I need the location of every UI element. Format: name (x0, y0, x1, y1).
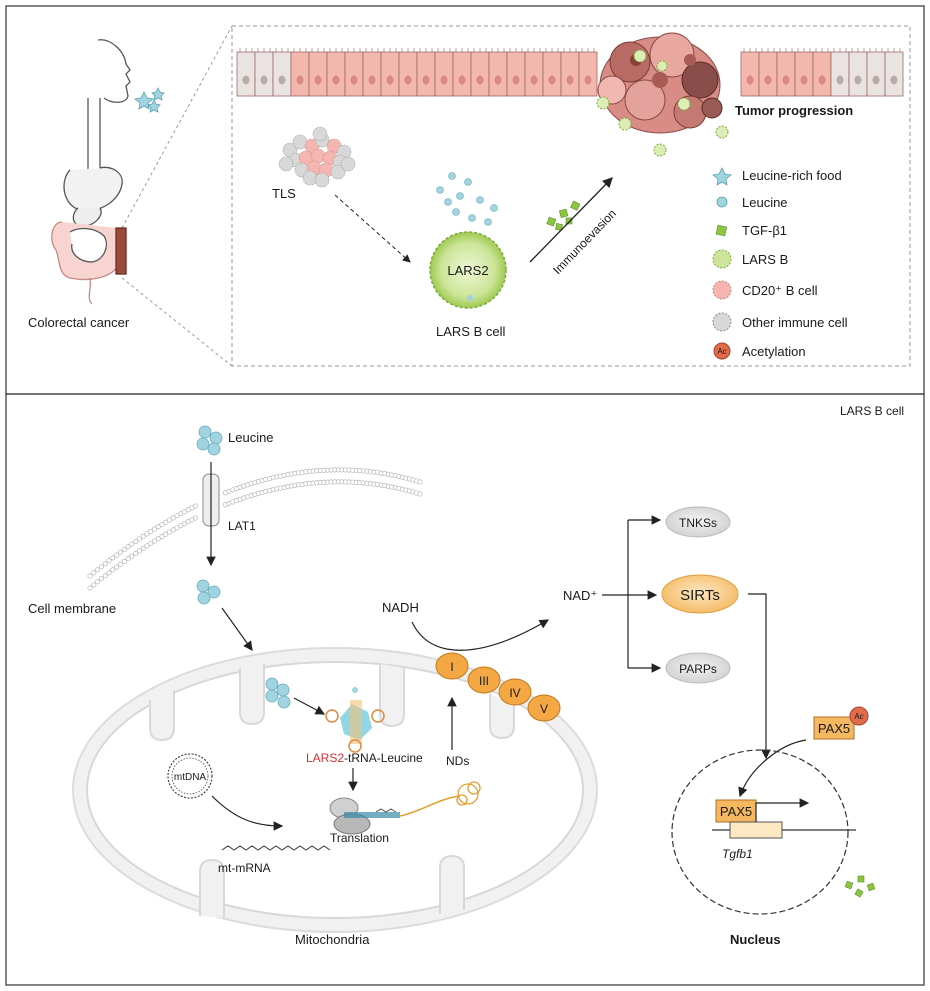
tumor-progression-label: Tumor progression (735, 103, 853, 118)
ac-badge-text: Ac (854, 712, 863, 721)
star-icon (712, 167, 732, 186)
lars-b-cells-in-tumor (596, 49, 729, 157)
tls-to-lars-arrow (334, 194, 411, 263)
mtdna-label: mtDNA (174, 772, 207, 783)
digestive-tract-illustration (51, 39, 131, 305)
legend-label: CD20⁺ B cell (742, 283, 818, 298)
legend-label: Acetylation (742, 344, 806, 359)
legend-label: LARS B (742, 252, 788, 267)
leucine-dots-top (436, 172, 498, 226)
immune-icon (712, 312, 732, 332)
nucleus-envelope (671, 749, 849, 915)
translation-label: Translation (330, 831, 389, 845)
cell-membrane (87, 467, 423, 591)
colorectal-label: Colorectal cancer (28, 315, 130, 330)
leucine-cluster-mid (196, 579, 221, 605)
epithelium (236, 48, 904, 97)
bottom-panel-frame (5, 393, 925, 986)
lars-b-cell-label: LARS B cell (436, 324, 505, 339)
transcription-arrow (211, 795, 284, 831)
tgf-icon (715, 224, 728, 237)
lars2-label: LARS2 (447, 263, 488, 278)
tnks-node (665, 506, 731, 538)
legend-label: Leucine-rich food (742, 168, 842, 183)
acetylation-badge (849, 706, 869, 726)
svg-text:V: V (540, 702, 548, 716)
tgf-squares-top (546, 200, 581, 231)
mt-mrna-strand (221, 845, 331, 851)
leucine-cluster-top (196, 425, 223, 456)
lars2-trna-label: LARS2-tRNA-Leucine (306, 751, 423, 765)
lars-b-cell (429, 231, 507, 309)
transcription-start-arrow (755, 798, 810, 822)
nad-branch (602, 515, 662, 673)
deacetylation-arrow (738, 739, 807, 798)
ac-badge-text: Ac (717, 347, 726, 356)
tgf-squares-bottom (844, 875, 876, 898)
tls-cluster (278, 126, 356, 188)
to-lars2-arrow (293, 697, 326, 715)
nadh-nad-arrow (411, 619, 550, 651)
legend: Leucine-rich food Leucine TGF-β1 LARS B … (712, 167, 848, 360)
svg-text:I: I (450, 660, 453, 674)
parps-node (665, 652, 731, 684)
sirts-node (661, 574, 739, 614)
pax5-ac-label: PAX5 (818, 721, 850, 736)
legend-label: Leucine (742, 195, 788, 210)
corner-label: LARS B cell (840, 404, 904, 418)
legend-label: Other immune cell (742, 315, 848, 330)
lat1-label: LAT1 (228, 519, 256, 533)
cd20-icon (712, 280, 732, 300)
legend-label: TGF-β1 (742, 223, 787, 238)
tgfb1-label: Tgfb1 (722, 847, 753, 861)
immunoevasion-arrow (529, 177, 613, 263)
leucine-inside-icon (467, 295, 473, 301)
pax5-ac-box (813, 716, 855, 740)
mitochondria (72, 647, 598, 933)
tgfb1-gene (729, 821, 783, 839)
nascent-peptide (399, 795, 461, 817)
mtmrna-label: mt-mRNA (218, 861, 271, 875)
leucine-food-icons (134, 87, 165, 113)
lars2-trna-complex (325, 687, 385, 753)
respiratory-complex-IV: IV (498, 678, 532, 706)
zoom-line-bottom (121, 277, 233, 367)
nucleus-label: Nucleus (730, 932, 781, 947)
sirts-label: SIRTs (680, 587, 720, 604)
parps-label: PARPs (679, 662, 717, 676)
pax5-bound-label: PAX5 (720, 804, 752, 819)
tnks-label: TNKSs (679, 516, 717, 530)
tumor-cluster (597, 32, 723, 134)
respiratory-complex-V: V (527, 694, 561, 722)
leucine-label: Leucine (228, 430, 274, 445)
mito-label: Mitochondria (295, 932, 370, 947)
ac-icon (713, 342, 731, 360)
leucine-cluster-mito (265, 677, 291, 709)
zoom-box (231, 25, 911, 367)
respiratory-complex-I: I (435, 652, 469, 680)
mrna-leader (375, 808, 397, 813)
svg-text:IV: IV (509, 686, 520, 700)
membrane-label: Cell membrane (28, 601, 116, 616)
nadh-label: NADH (382, 600, 419, 615)
nds-label: NDs (446, 754, 469, 768)
leucine-icon (716, 196, 728, 208)
ribosome-icon (329, 797, 400, 835)
to-mito-arrow (221, 607, 253, 651)
mtdna-icon (167, 753, 213, 799)
nad-label: NAD⁺ (563, 588, 597, 603)
tls-label: TLS (272, 186, 296, 201)
respiratory-complex-III: III (467, 666, 501, 694)
svg-text:III: III (479, 674, 489, 688)
lars-b-icon (712, 249, 732, 269)
zoom-line-top (121, 25, 233, 229)
sirts-to-pax5-arrow (748, 593, 771, 760)
immunoevasion-label: Immunoevasion (550, 206, 619, 277)
protein-fold-icon (456, 781, 481, 806)
